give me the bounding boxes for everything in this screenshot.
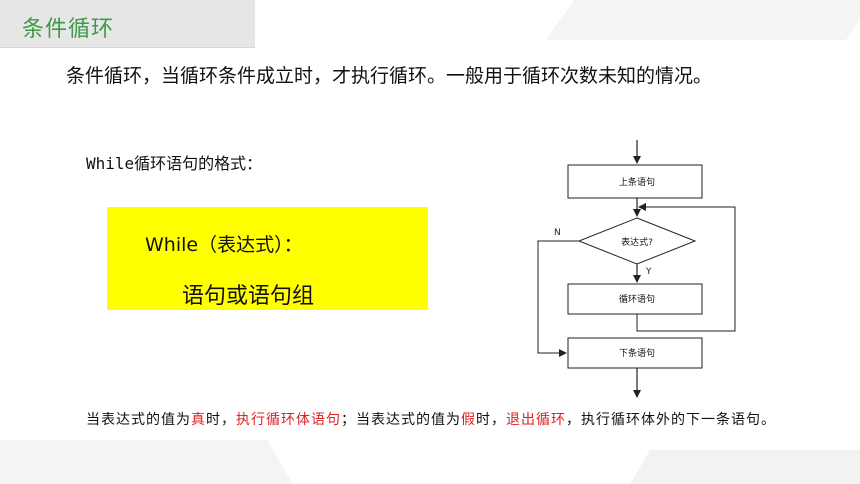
background-shard-top-right (545, 0, 860, 40)
flow-box-loop-body (567, 283, 703, 315)
exit-line (537, 240, 579, 357)
code-line-body: 语句或语句组 (182, 284, 315, 309)
flow-box-previous (567, 164, 703, 199)
note-emphasis-execute: 执行循环体语句 (236, 412, 341, 428)
note-emphasis-exit: 退出循环 (506, 412, 566, 428)
page-title: 条件循环 (22, 17, 115, 42)
flow-decision-label: 表达式? (621, 236, 653, 248)
background-shard-bottom-right (630, 450, 860, 484)
note-text: 时， (476, 412, 506, 428)
title-bar: 条件循环 (0, 0, 255, 48)
flow-box-previous-label: 上条语句 (619, 176, 655, 188)
loop-back-line (636, 203, 736, 332)
code-highlight-box (107, 207, 428, 310)
flow-box-loop-body-label: 循环语句 (619, 293, 655, 305)
intro-paragraph: 条件循环，当循环条件成立时，才执行循环。一般用于循环次数未知的情况。 (66, 65, 713, 87)
note-text: 时， (206, 412, 236, 428)
note-text: 当表达式的值为 (86, 412, 191, 428)
flow-box-next-label: 下条语句 (619, 347, 655, 359)
note-text: ，执行循环体外的下一条语句。 (566, 412, 776, 428)
flow-no-label: N (554, 228, 561, 238)
note-emphasis-true: 真 (191, 412, 206, 428)
background-shard-bottom-left (0, 440, 293, 484)
flow-box-next (567, 337, 703, 369)
code-line-while: While（表达式）： (145, 234, 303, 256)
note-emphasis-false: 假 (461, 412, 476, 428)
syntax-intro: While循环语句的格式： (86, 154, 263, 173)
flow-yes-label: Y (645, 267, 652, 277)
explanation-note: 当表达式的值为真时，执行循环体语句；当表达式的值为假时，退出循环，执行循环体外的… (86, 408, 806, 433)
note-text: ；当表达式的值为 (341, 412, 461, 428)
flowchart: 上条语句 表达式? Y 循环语句 N 下条语句 (537, 140, 736, 398)
